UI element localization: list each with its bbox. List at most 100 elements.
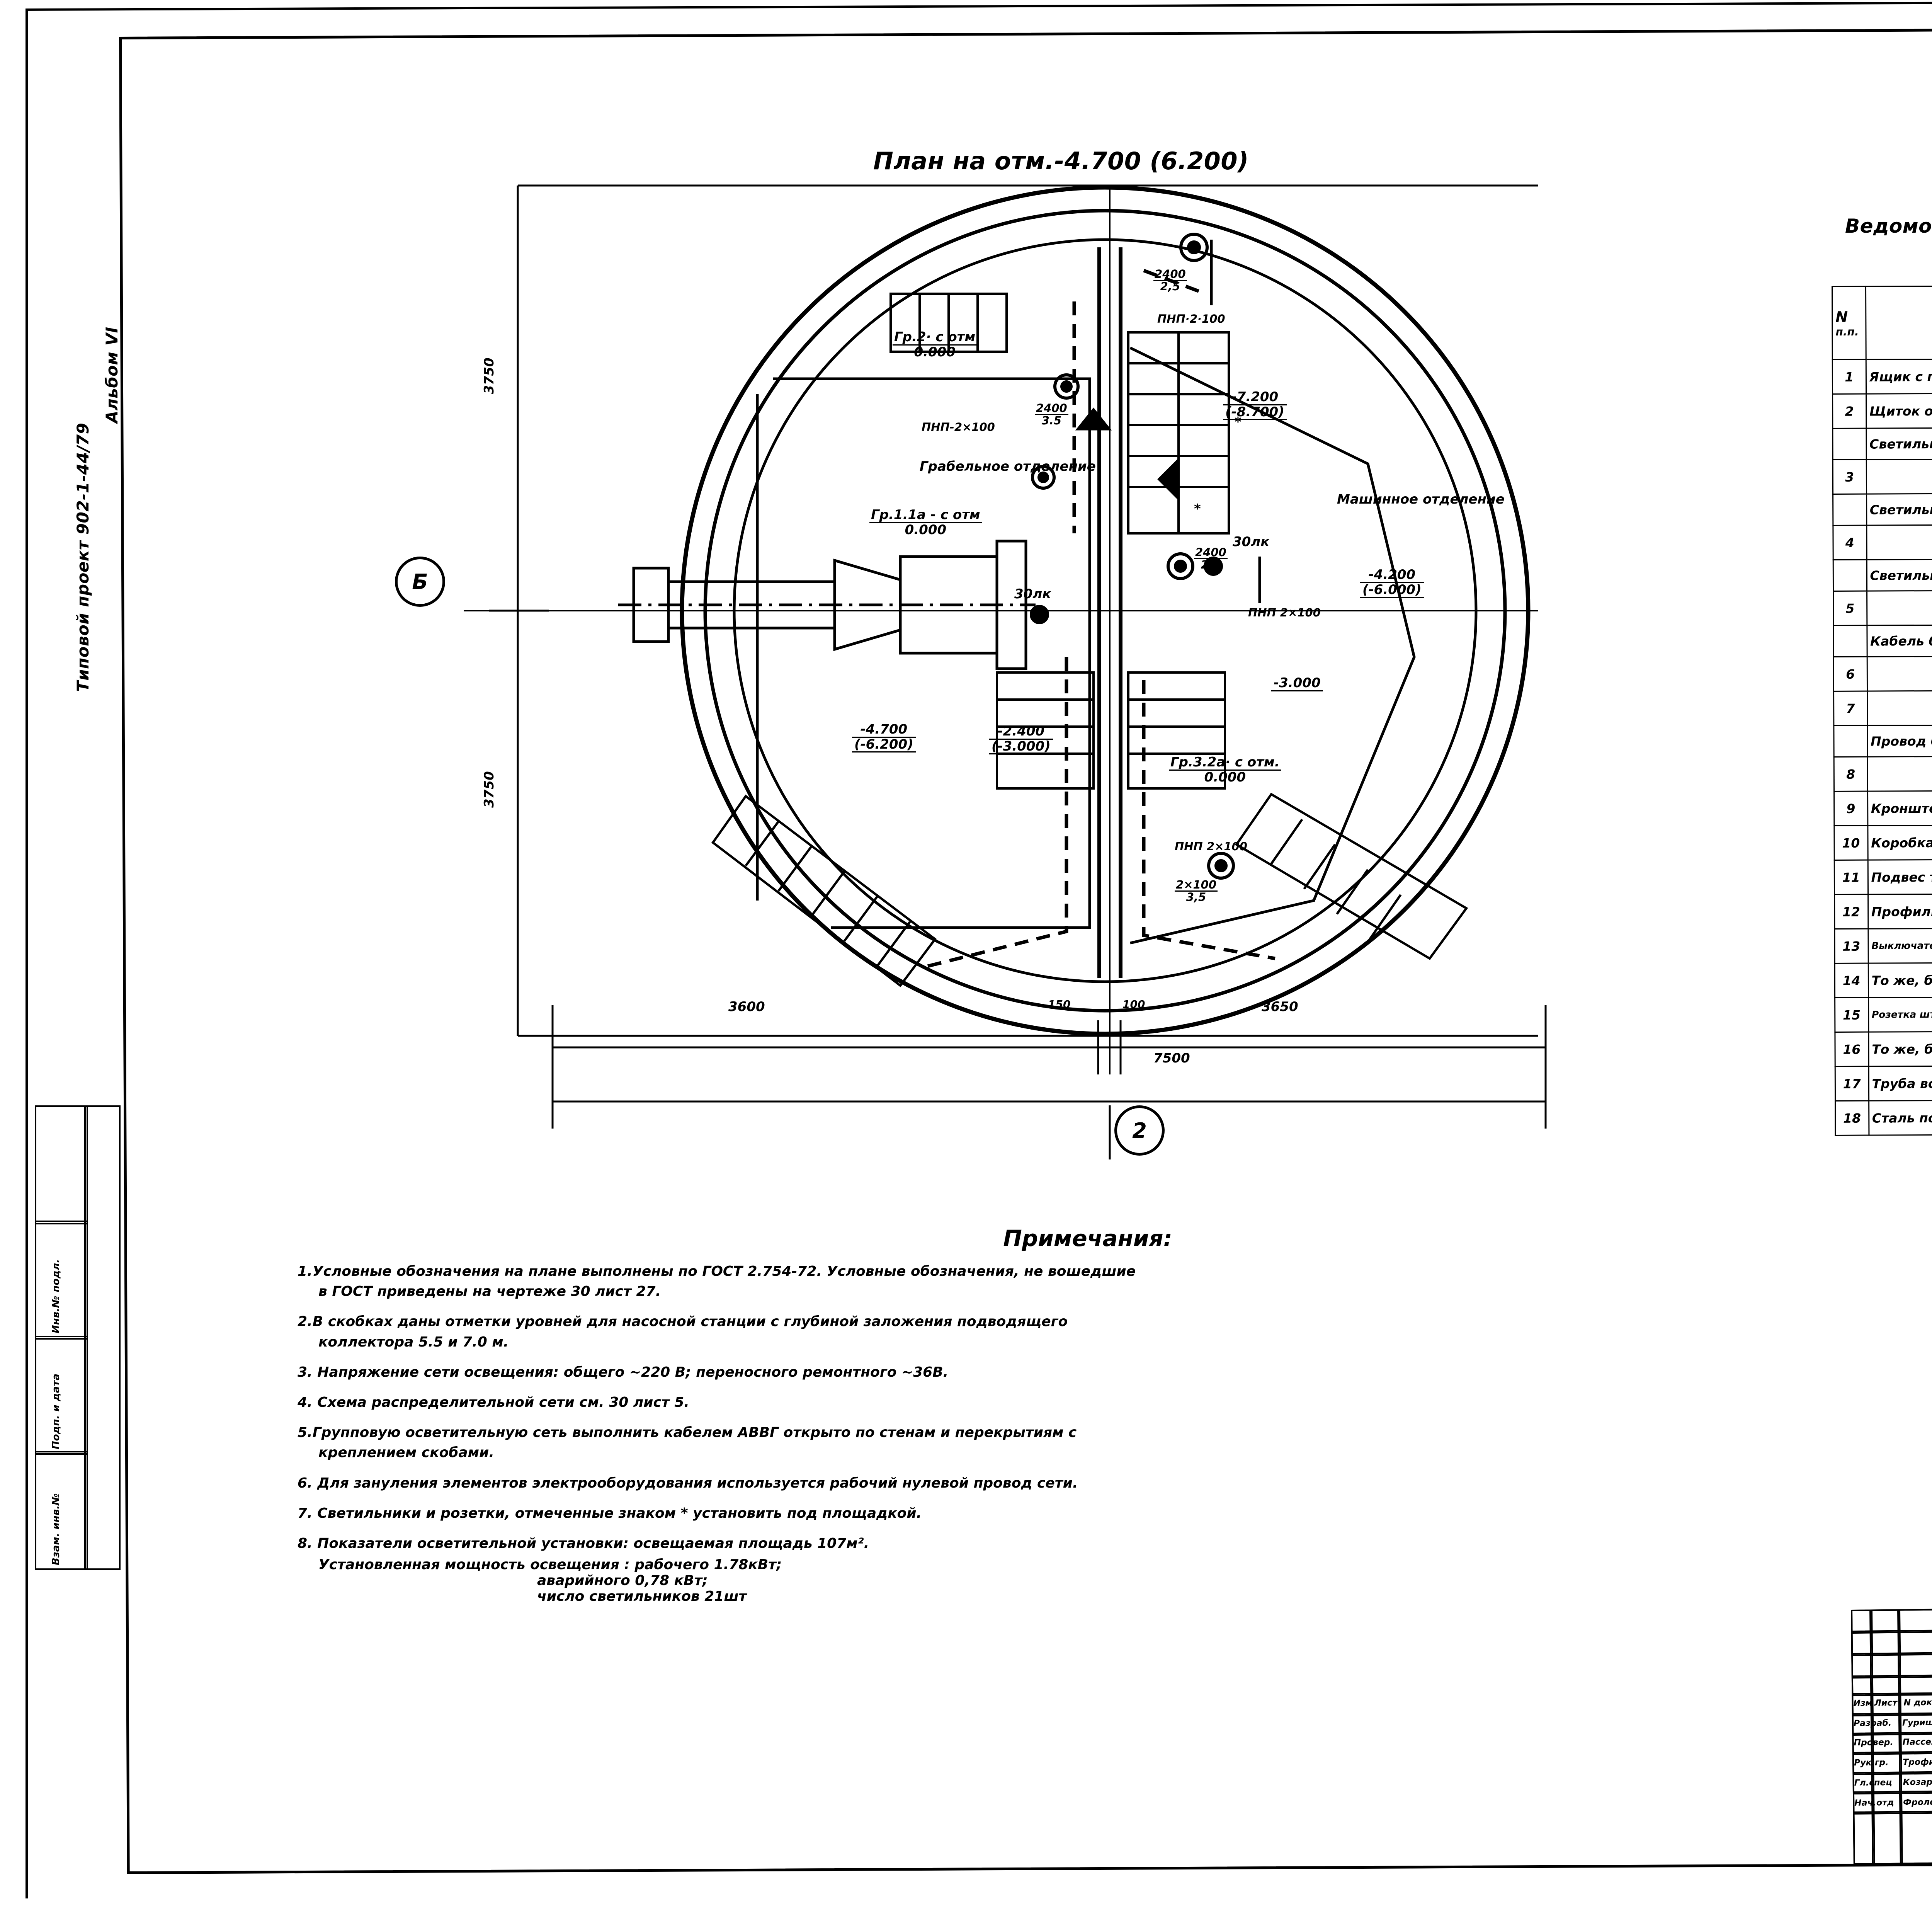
level-mark-2400: -2.400(-3.000) <box>989 724 1053 755</box>
header-name: Наименование <box>1866 284 1932 360</box>
level-mark-7200: -7.200(-8.700) <box>1223 390 1287 421</box>
plan-title: План на отм.-4.700 (6.200) <box>873 147 1249 175</box>
note-item: 3. Напряжение сети освещения: общего ~22… <box>298 1362 1804 1382</box>
power-summary: Установленная мощность освещения : рабоч… <box>318 1557 782 1605</box>
row-name: сеч.1×2,5кв.мм <box>1867 754 1932 792</box>
margin-label-vzam: Взам. инв.№ <box>50 1493 62 1565</box>
row-number: 14 <box>1835 963 1869 998</box>
row-number: 2 <box>1832 394 1866 429</box>
title-block: ТП 902-1-44/79- ЭО Канализационная насос… <box>1851 1601 1932 1865</box>
row-number <box>1833 560 1867 591</box>
table-row: 8сеч.1×2,5кв.ммАПВм30 <box>1834 754 1932 792</box>
dim-h-100: 100 <box>1122 998 1145 1011</box>
tb-name-3: Козаров <box>1903 1777 1932 1788</box>
tb-role-3: Гл.спец <box>1854 1777 1892 1788</box>
notes-title: Примечания: <box>1003 1225 1172 1251</box>
note-item: 7. Светильники и розетки, отмеченные зна… <box>298 1503 1804 1524</box>
floor-plan-drawing <box>464 184 1547 1159</box>
note-continuation: в ГОСТ приведены на чертеже 30 лист 27. <box>318 1284 661 1300</box>
note-main: 8. Показатели осветительной установки: о… <box>298 1535 869 1551</box>
row-name: Ящик с понижающим трансформатор. <box>1866 357 1932 394</box>
plan-group-label-gr32a: Гр.3.2а· с отм.0.000 <box>1169 755 1281 784</box>
dim-h-150: 150 <box>1048 998 1071 1011</box>
note-item: 2.В скобках даны отметки уровней для нас… <box>298 1312 1804 1352</box>
table-row: Кабель 0,66 кВ с алюминиевыми жилами: <box>1833 622 1932 657</box>
margin-signature-block: Инв.№ подл. Подп. и дата Взам. инв.№ <box>35 1105 121 1570</box>
row-number: 17 <box>1835 1066 1869 1101</box>
note-main: 2.В скобках даны отметки уровней для нас… <box>298 1314 1068 1330</box>
luminaire-type-tr: ПНП·2·100 <box>1157 312 1225 325</box>
tb-head-izm: Изм <box>1853 1698 1872 1708</box>
row-name: То же, брызгозащищенный <box>1868 961 1932 998</box>
row-name: до 60 Вт <box>1866 523 1932 560</box>
table-row: 6сеч.3×4кв.мм;АВВГм10 <box>1833 654 1932 691</box>
margin-cell <box>35 1105 88 1224</box>
table-row: 52×100 ВтПНП2×100шт8 <box>1833 588 1932 626</box>
row-number: 3 <box>1833 460 1867 494</box>
row-number <box>1833 494 1867 526</box>
table-row: 7сеч.2×4кв.ммАВВГм190 <box>1833 688 1932 726</box>
table-row: 3до 200 Вт"Люцетта"шт3 <box>1833 456 1932 494</box>
note-item: 8. Показатели осветительной установки: о… <box>298 1534 1804 1554</box>
row-name: Подвес трубчатый L = 630мм <box>1867 858 1932 895</box>
note-item: 4. Схема распределительной сети см. 30 л… <box>298 1393 1804 1413</box>
row-number: 15 <box>1835 998 1869 1032</box>
note-main: 4. Схема распределительной сети см. 30 л… <box>298 1394 689 1410</box>
axis-marker-2: 2 <box>1114 1105 1165 1156</box>
tb-role-row <box>1853 1811 1932 1865</box>
tb-role-1: Провер. <box>1854 1737 1893 1748</box>
dim-total-7500: 7500 <box>1153 1050 1190 1066</box>
row-number: 9 <box>1834 791 1868 826</box>
note-main: 5.Групповую осветительную сеть выполнить… <box>298 1425 1077 1441</box>
table-row: Светильники для монтажа на трубу 3/4 : <box>1833 491 1932 526</box>
row-name: Провод 0,38кВ с алюминиевой жилой <box>1867 723 1932 757</box>
row-number <box>1833 725 1867 757</box>
row-name: Щиток осветительный групповой <box>1866 392 1932 429</box>
header-num: N п.п. <box>1832 286 1866 360</box>
level-mark-4200: -4.200(-6.000) <box>1360 568 1424 598</box>
margin-cell <box>35 1336 88 1455</box>
dim-h-3600: 3600 <box>728 999 765 1015</box>
luminaire-type-mr: ПНП 2×100 <box>1248 606 1321 619</box>
row-number: 13 <box>1834 929 1868 964</box>
luminaire-type-tl: ПНП-2×100 <box>922 421 995 434</box>
tb-grid-r3 <box>1851 1675 1932 1695</box>
row-name: сеч.2×4кв.мм <box>1867 689 1932 726</box>
illuminance-left: 30лк <box>1014 586 1051 602</box>
tb-role-4: Нач.отд <box>1854 1798 1894 1808</box>
notes-section: Примечания: 1.Условные обозначения на пл… <box>298 1225 1804 1604</box>
row-name: Светильники для подвески на крюк: <box>1866 426 1932 460</box>
margin-label-inv: Инв.№ подл. <box>50 1259 62 1333</box>
margin-cell <box>35 1451 88 1570</box>
tb-name-2: Трофименко <box>1903 1757 1932 1767</box>
dim-vertical-upper: 3750 <box>481 358 497 394</box>
tb-head-list: Лист <box>1874 1698 1898 1708</box>
row-number: 16 <box>1835 1032 1869 1067</box>
margin-label-sign: Подп. и дата <box>50 1374 62 1449</box>
tb-role-2: Рук.гр. <box>1854 1758 1889 1768</box>
row-name: Кронштейн трубчатый <box>1867 789 1932 826</box>
tb-role-0: Разраб. <box>1853 1718 1892 1728</box>
note-item: 6. Для зануления элементов электрооборуд… <box>298 1473 1804 1493</box>
row-number: 5 <box>1833 591 1867 626</box>
note-continuation: креплением скобами. <box>318 1445 495 1461</box>
row-name: Розетка штепсельная двухполюсная 36в,10А… <box>1868 995 1932 1032</box>
note-continuation: коллектора 5.5 и 7.0 м. <box>318 1334 509 1350</box>
note-main: 3. Напряжение сети освещения: общего ~22… <box>298 1364 949 1380</box>
note-item: 5.Групповую осветительную сеть выполнить… <box>298 1423 1804 1463</box>
table-row: Светильники для подвески на крюк: <box>1832 425 1932 460</box>
row-number: 4 <box>1833 525 1867 560</box>
tb-grid-r0 <box>1851 1607 1932 1632</box>
row-number: 1 <box>1832 359 1866 394</box>
